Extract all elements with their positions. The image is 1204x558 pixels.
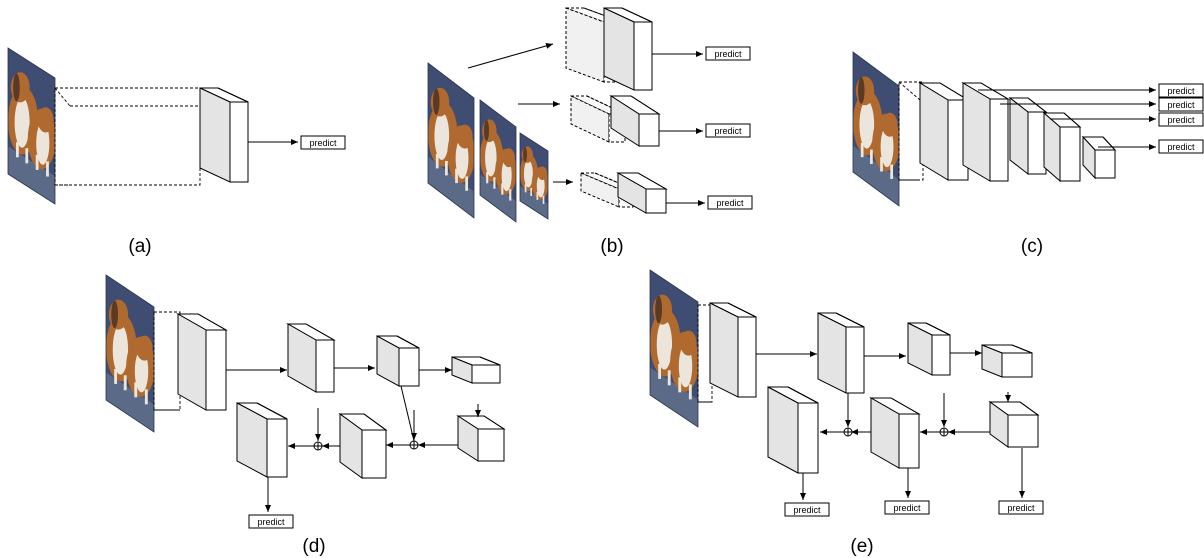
predict-box: predict — [884, 500, 930, 515]
predict-label: predict — [716, 198, 744, 208]
feature-block — [338, 413, 388, 479]
feature-block — [451, 356, 501, 384]
feature-block — [817, 312, 865, 394]
predict-label: predict — [1007, 503, 1035, 513]
feature-block — [988, 401, 1040, 448]
predict-label: predict — [1167, 142, 1195, 152]
dog-photo — [852, 51, 900, 207]
label-layer: predict (a) predict predict predict (b) predic… — [128, 46, 1204, 557]
predict-label: predict — [1167, 86, 1195, 96]
caption-label: (a) — [128, 236, 151, 257]
predict-label: predict — [1167, 100, 1195, 110]
add-operator — [939, 427, 949, 437]
predict-box: predict — [1158, 112, 1204, 127]
projection-box — [898, 81, 924, 181]
predict-box: predict — [300, 135, 346, 150]
predict-box: predict — [248, 514, 294, 529]
add-operator — [313, 441, 323, 451]
predict-label: predict — [793, 505, 821, 515]
block-layer — [176, 7, 1117, 479]
feature-block — [1008, 96, 1048, 176]
projection-box — [153, 311, 181, 411]
predict-label: predict — [257, 517, 285, 527]
caption-label: (c) — [1021, 236, 1043, 257]
caption-label: (d) — [302, 536, 325, 557]
feature-block — [286, 323, 336, 393]
predict-label: predict — [1167, 115, 1195, 125]
feature-block — [869, 397, 921, 469]
feature-block — [1042, 111, 1082, 183]
projection-box — [697, 304, 713, 403]
dog-photo — [7, 47, 56, 205]
predict-label: predict — [714, 49, 742, 59]
feature-block — [767, 386, 819, 474]
feature-block — [176, 313, 228, 411]
predict-box: predict — [784, 502, 830, 517]
projection-line — [898, 81, 921, 101]
caption-label: (b) — [600, 236, 623, 257]
projection-box — [54, 87, 201, 186]
feature-block — [981, 344, 1033, 378]
feature-block — [918, 82, 970, 181]
arrow-layer — [226, 43, 1156, 512]
add-operator — [843, 427, 853, 437]
feature-block — [709, 302, 757, 398]
dog-photo — [105, 274, 155, 433]
photo-layer — [7, 47, 900, 433]
dog-photo — [479, 99, 517, 223]
add-operator — [409, 440, 419, 450]
flow-arrow — [467, 43, 554, 69]
feature-block — [609, 95, 661, 147]
predict-label: predict — [309, 138, 337, 148]
projection-line — [54, 87, 71, 107]
predict-box: predict — [1158, 97, 1204, 112]
predict-box: predict — [707, 195, 753, 210]
dog-photo — [519, 132, 549, 220]
feature-block — [603, 7, 653, 91]
feature-block — [376, 335, 420, 387]
predict-box: predict — [705, 123, 751, 138]
predict-box: predict — [705, 46, 751, 61]
feature-block — [961, 82, 1010, 182]
predict-box: predict — [1158, 139, 1204, 154]
predict-label: predict — [893, 503, 921, 513]
predict-box: predict — [998, 500, 1044, 515]
caption-label: (e) — [850, 536, 873, 557]
dog-photo — [649, 269, 699, 428]
feature-block — [236, 402, 288, 478]
predict-box: predict — [1158, 83, 1204, 98]
predict-label: predict — [714, 126, 742, 136]
dog-photo — [427, 62, 475, 219]
feature-block — [456, 415, 506, 462]
flow-line — [400, 385, 415, 442]
feature-block — [907, 322, 951, 376]
feature-block — [199, 87, 249, 183]
feature-block — [616, 172, 668, 214]
feature-block — [1081, 135, 1117, 180]
